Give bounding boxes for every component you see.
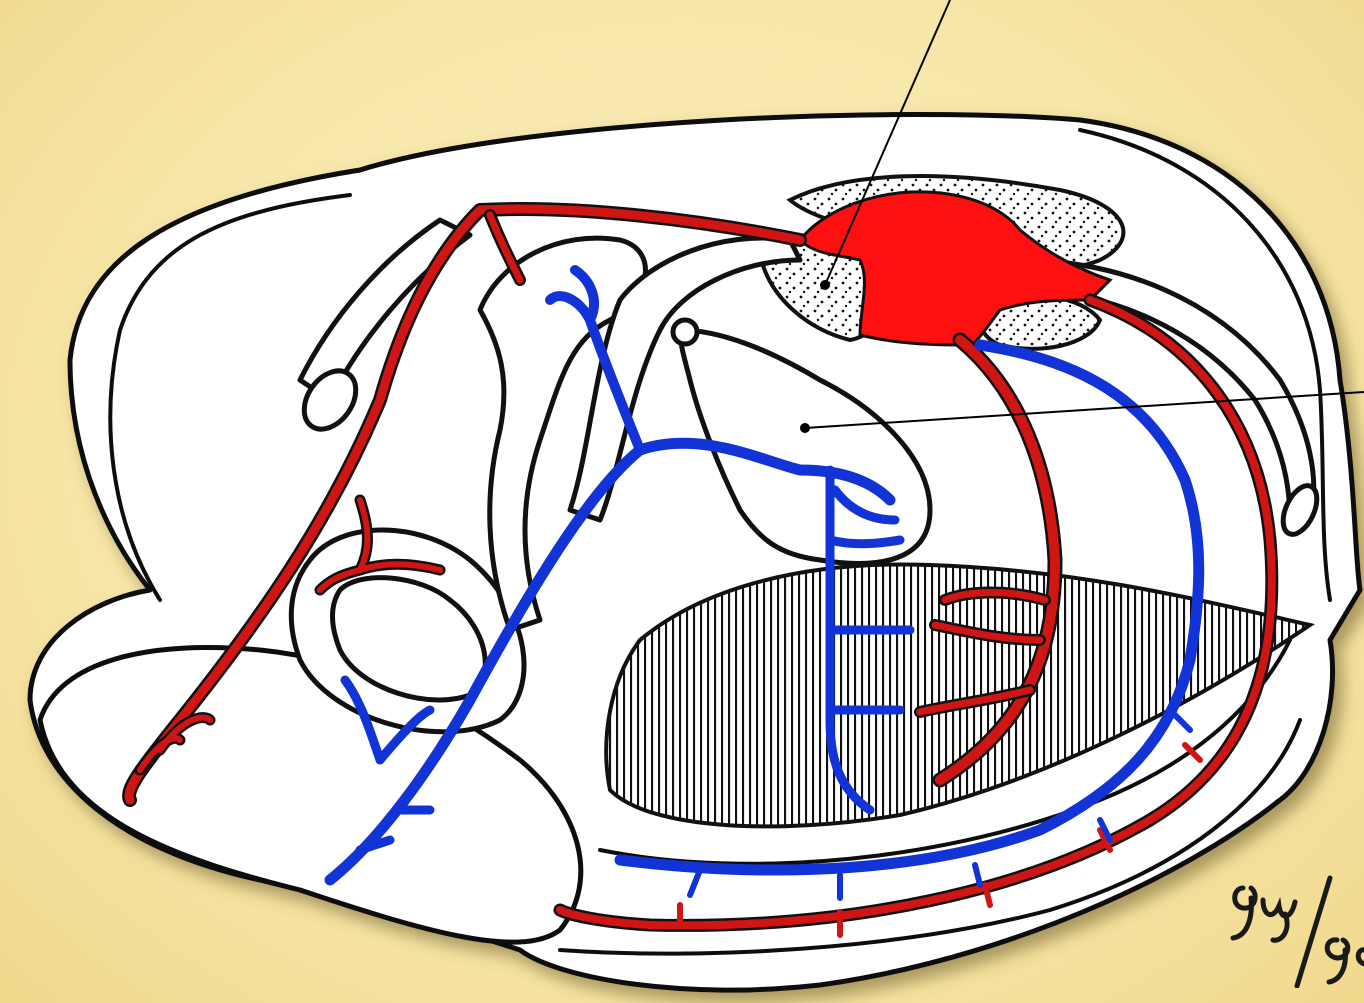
leader-dot-right <box>800 423 810 433</box>
artist-signature <box>1225 858 1364 988</box>
esophagus-opening <box>673 320 697 344</box>
body-group <box>30 114 1360 990</box>
leader-dot-top <box>820 280 830 290</box>
